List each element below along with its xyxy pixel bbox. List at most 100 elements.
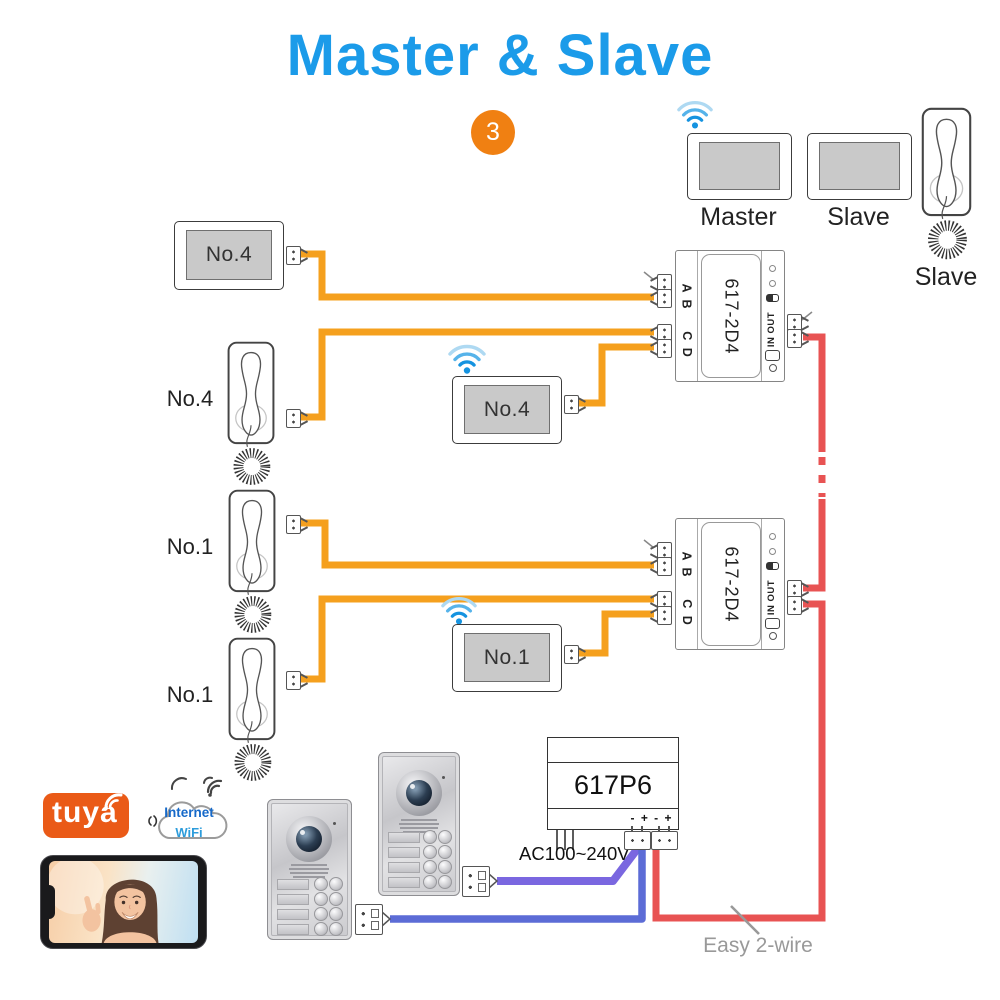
nameplate bbox=[388, 847, 420, 858]
terminal-connector bbox=[286, 409, 301, 428]
distributor-panel: 617-2D4 bbox=[701, 522, 761, 646]
indoor-monitor-4: No.4 bbox=[174, 221, 284, 290]
smartphone bbox=[40, 855, 207, 949]
terminal-d-unit1 bbox=[657, 339, 672, 358]
rail-divider bbox=[697, 251, 698, 381]
wire-monitor4-to-unit1-b bbox=[301, 250, 654, 301]
distributor-unit1: 617-2D4 A B C D IN OUT bbox=[675, 250, 785, 382]
ac-input-label: AC100~240V bbox=[519, 843, 630, 864]
terminal-d-unit2 bbox=[657, 606, 672, 625]
led-indicator bbox=[769, 364, 777, 372]
wifi-icon bbox=[447, 344, 487, 374]
wifi-monitor-1-screen: No.1 bbox=[464, 633, 550, 682]
call-button bbox=[329, 922, 343, 936]
distributor-unit2: 617-2D4 A B C D IN OUT bbox=[675, 518, 785, 650]
internet-cloud bbox=[148, 776, 228, 839]
rail-divider bbox=[761, 519, 762, 649]
wire-wifimonitor1-to-unit2-d bbox=[579, 610, 654, 657]
terminals-cd-label: C D bbox=[679, 331, 694, 359]
easy-2wire-label: Easy 2-wire bbox=[703, 934, 813, 957]
handset-illustration bbox=[224, 340, 278, 497]
led-indicator bbox=[769, 265, 776, 272]
connector-slot bbox=[478, 883, 486, 892]
speaker-grill bbox=[399, 819, 439, 833]
terminal-out-unit1 bbox=[787, 314, 802, 333]
io-label-wrap: IN OUT bbox=[762, 575, 782, 619]
led-indicator bbox=[769, 548, 776, 555]
terminals-ab-label: A B bbox=[679, 283, 694, 311]
nameplate bbox=[277, 879, 309, 890]
call-button bbox=[314, 907, 328, 921]
indoor-monitor-4-label: No.4 bbox=[205, 243, 253, 266]
wire-unit2-out-up bbox=[803, 499, 826, 592]
distributor-model-label: 617-2D4 bbox=[721, 277, 742, 355]
door2-terminal-connector bbox=[462, 866, 490, 897]
power-supply-model: 617P6 bbox=[573, 770, 653, 800]
connector-slot bbox=[478, 871, 486, 880]
video-call-illustration bbox=[49, 861, 159, 943]
io-label: IN OUT bbox=[766, 579, 778, 615]
connector-slot bbox=[371, 921, 379, 930]
speaker-grill bbox=[289, 864, 329, 878]
handset-illustration bbox=[225, 636, 279, 793]
dip-switch-icon bbox=[766, 294, 779, 302]
terminal-a-unit2 bbox=[657, 542, 672, 561]
master-monitor-screen bbox=[699, 142, 780, 190]
wifi-monitor-1-label: No.1 bbox=[483, 645, 531, 669]
terminal-in-unit2 bbox=[787, 596, 802, 615]
terminal-a-unit1 bbox=[657, 274, 672, 293]
handset-4-label: No.4 bbox=[166, 386, 214, 411]
master-label: Master bbox=[700, 203, 777, 231]
terminal-connector bbox=[564, 395, 579, 414]
terminal-out-unit2 bbox=[787, 580, 802, 599]
slave-monitor-screen bbox=[819, 142, 900, 190]
call-button bbox=[423, 845, 437, 859]
wire-wifimonitor4-to-unit1-d bbox=[579, 343, 654, 407]
door-station-2 bbox=[378, 752, 460, 896]
dip-switch-icon bbox=[766, 562, 779, 570]
call-button bbox=[438, 845, 452, 859]
panel-divider bbox=[548, 762, 678, 763]
terminal-connector bbox=[564, 645, 579, 664]
internet-label: Internet bbox=[164, 805, 214, 820]
terminal-group-label: A B bbox=[676, 275, 697, 319]
terminal-group-label: A B bbox=[676, 543, 697, 587]
nameplate bbox=[277, 924, 309, 935]
call-button bbox=[329, 907, 343, 921]
wire-unit2-in-to-power bbox=[652, 600, 826, 922]
easy-wire-pointer bbox=[730, 905, 760, 935]
terminal-c-unit2 bbox=[657, 591, 672, 610]
io-label: IN OUT bbox=[766, 311, 778, 347]
led-indicator bbox=[769, 280, 776, 287]
led-indicator bbox=[769, 533, 776, 540]
wifi-icon bbox=[440, 596, 478, 625]
call-button bbox=[329, 877, 343, 891]
wifi-icon bbox=[676, 100, 714, 129]
terminal-b-unit2 bbox=[657, 557, 672, 576]
call-button bbox=[423, 830, 437, 844]
door2-connector-tail bbox=[488, 873, 499, 889]
call-button bbox=[329, 892, 343, 906]
nameplate bbox=[277, 894, 309, 905]
rail-divider bbox=[761, 251, 762, 381]
nameplate bbox=[388, 832, 420, 843]
call-button bbox=[314, 892, 328, 906]
terminal-group-label: C D bbox=[676, 591, 697, 635]
nameplate bbox=[388, 862, 420, 873]
slave-handset-label: Slave bbox=[914, 263, 978, 291]
wifi-label: WiFi bbox=[175, 825, 203, 840]
phone-notch bbox=[49, 885, 55, 919]
panel-divider bbox=[548, 808, 678, 809]
door-station-1 bbox=[267, 799, 352, 940]
wire-handset4-to-unit1-c bbox=[301, 328, 654, 421]
door-camera bbox=[286, 816, 332, 862]
connector-slot bbox=[371, 909, 379, 918]
wire-handset1a-to-unit2-b bbox=[301, 519, 654, 569]
nameplate bbox=[277, 909, 309, 920]
door-camera bbox=[396, 770, 442, 816]
terminal-group-label: C D bbox=[676, 323, 697, 367]
wifi-monitor-4-screen: No.4 bbox=[464, 385, 550, 434]
wifi-monitor-1: No.1 bbox=[452, 624, 562, 692]
microphone-hole bbox=[333, 822, 336, 825]
